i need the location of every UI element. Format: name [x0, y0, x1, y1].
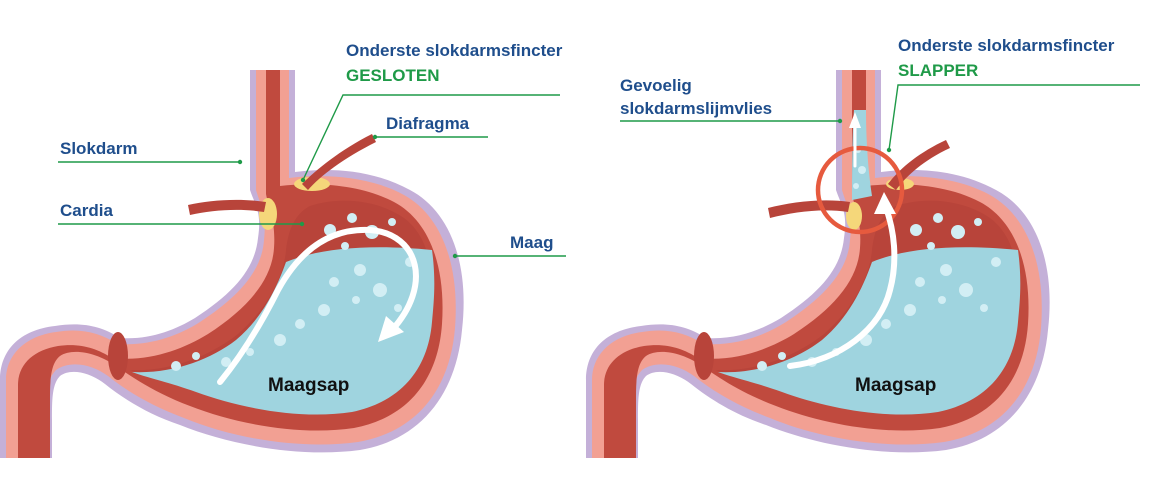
label-maagsap-right: Maagsap [855, 375, 937, 396]
leader-lines-right [620, 84, 1140, 151]
highlight-ring [815, 145, 905, 235]
reflux-column [852, 110, 872, 200]
leader-dots-right [837, 118, 892, 153]
fat-pad-lower [846, 202, 862, 230]
label-diafragma: Diafragma [386, 114, 470, 133]
label-maag: Maag [510, 233, 554, 252]
leader-dots-left [237, 134, 458, 259]
stomach-closed-sphincter [0, 70, 464, 458]
label-sphincter-state-relaxed: SLAPPER [898, 61, 979, 80]
diafragma-band-right [888, 140, 950, 190]
diafragma-band-left [768, 200, 850, 218]
leader-lines-left [58, 94, 566, 257]
stomach-relaxed-sphincter [586, 70, 1050, 458]
label-sphincter-state-closed: GESLOTEN [346, 66, 440, 85]
arrowhead-up [874, 192, 896, 214]
diafragma-band-left [188, 199, 266, 215]
label-maagsap-left: Maagsap [268, 375, 350, 396]
label-slokdarm: Slokdarm [60, 139, 138, 158]
label-cardia: Cardia [60, 201, 113, 220]
label-mucosa-line2: slokdarmslijmvlies [620, 99, 773, 118]
arrowhead-down [378, 316, 404, 342]
label-sphincter-left: Onderste slokdarmsfincter [346, 41, 563, 60]
arrowhead-small [849, 112, 861, 128]
label-mucosa-line1: Gevoelig [620, 76, 692, 95]
flow-arrow-down [217, 226, 419, 385]
label-sphincter-right: Onderste slokdarmsfincter [898, 36, 1115, 55]
flow-arrow-up [787, 205, 898, 369]
diafragma-band-right [302, 134, 376, 190]
